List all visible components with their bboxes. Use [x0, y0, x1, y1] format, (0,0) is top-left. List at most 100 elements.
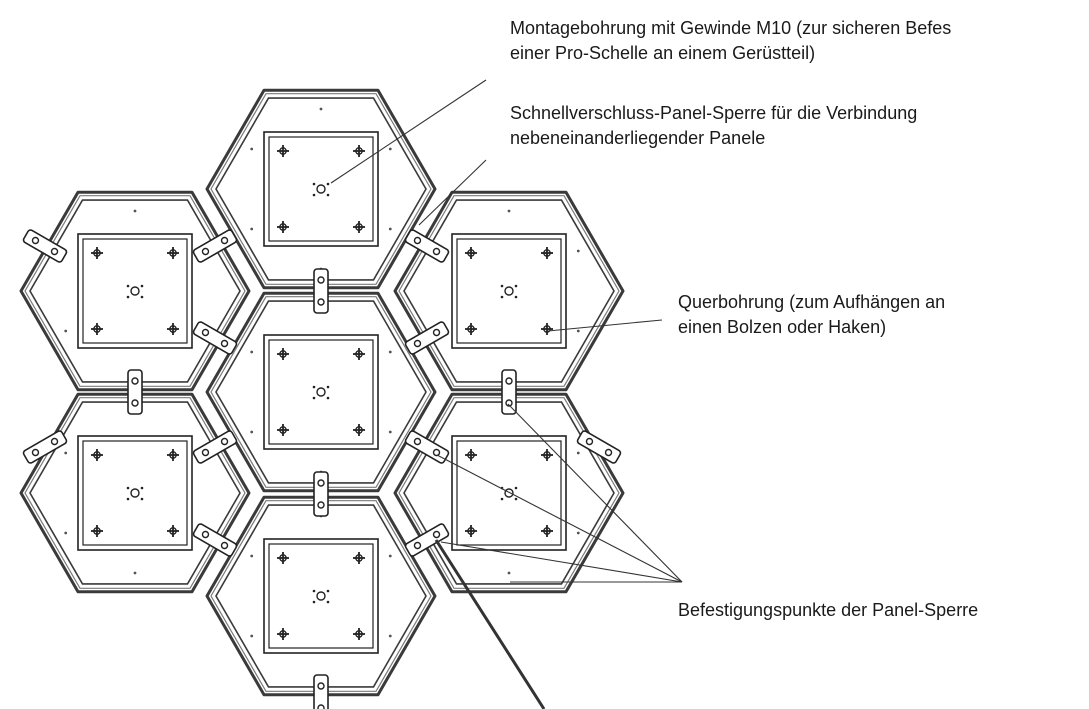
- square-plate-outer: [263, 538, 379, 654]
- panel-lock-plate: [501, 369, 517, 415]
- frame-dot: [250, 227, 254, 231]
- leader-line: [434, 539, 546, 709]
- hex-panel: [393, 392, 625, 594]
- frame-dot: [388, 430, 392, 434]
- panel-lock-bolt: [432, 530, 441, 539]
- hex-frame-mid: [210, 296, 432, 488]
- panel-lock-bolt: [585, 437, 594, 446]
- panel-lock: [22, 229, 68, 263]
- annotation-panel-lock-line2: nebeneinanderliegender Panele: [510, 128, 766, 148]
- frame-dot: [388, 350, 392, 354]
- mounting-hole-dot: [140, 486, 144, 490]
- panel-lock-bolt: [220, 236, 229, 245]
- frame-dot: [133, 571, 137, 575]
- mounting-hole-dot: [126, 295, 130, 299]
- mounting-hole: [316, 591, 326, 601]
- panel-lock-bolt: [432, 247, 441, 256]
- hex-frame-inner: [215, 504, 427, 688]
- panel-lock-bolt: [201, 328, 210, 337]
- leader-line: [507, 403, 683, 583]
- panel-lock: [192, 229, 238, 263]
- panel-lock-bolt: [413, 541, 422, 550]
- hex-frame-inner: [215, 300, 427, 484]
- mounting-hole-dot: [312, 193, 316, 197]
- mounting-hole-dot: [514, 284, 518, 288]
- annotation-panel-lock-line1: Schnellverschluss-Panel-Sperre für die V…: [510, 103, 918, 123]
- frame-dot: [388, 147, 392, 151]
- panel-lock-plate: [313, 268, 329, 314]
- leader-line: [440, 541, 683, 583]
- panel-lock-bolt: [131, 377, 139, 385]
- mounting-hole-dot: [326, 600, 330, 604]
- annotation-cross-hole-line2: einen Bolzen oder Haken): [678, 317, 887, 337]
- mounting-hole-dot: [140, 284, 144, 288]
- panel-lock: [404, 229, 450, 263]
- panel-lock-bolt: [201, 247, 210, 256]
- hex-frame-outer: [205, 88, 437, 290]
- panel-lock-plate: [313, 471, 329, 517]
- panel-lock: [404, 321, 450, 355]
- annotation-mounting-hole: Montagebohrung mit Gewinde M10 (zur sich…: [510, 16, 951, 66]
- leader-line: [547, 319, 663, 332]
- annotation-lock-points-line1: Befestigungspunkte der Panel-Sperre: [678, 600, 979, 620]
- panel-lock-bolt: [413, 437, 422, 446]
- hex-frame-outer: [393, 392, 625, 594]
- frame-dot: [388, 227, 392, 231]
- annotation-cross-hole-line1: Querbohrung (zum Aufhängen an: [678, 292, 946, 312]
- hex-panel: [205, 495, 437, 697]
- square-plate-outer: [77, 435, 193, 551]
- frame-dot: [250, 350, 254, 354]
- hex-panel: [19, 392, 251, 594]
- mounting-hole-dot: [326, 193, 330, 197]
- frame-dot: [250, 430, 254, 434]
- hex-frame-mid: [24, 195, 246, 387]
- mounting-hole-dot: [140, 295, 144, 299]
- frame-dot: [64, 451, 68, 455]
- square-plate-inner: [268, 543, 374, 649]
- frame-dot: [576, 451, 580, 455]
- panel-lock: [22, 430, 68, 464]
- square-plate-inner: [268, 136, 374, 242]
- frame-dot: [576, 249, 580, 253]
- mounting-hole-dot: [514, 497, 518, 501]
- mounting-hole-dot: [126, 486, 130, 490]
- annotation-mounting-hole-line2: einer Pro-Schelle an einem Gerüstteil): [510, 43, 816, 63]
- hex-frame-outer: [19, 392, 251, 594]
- mounting-hole-dot: [312, 589, 316, 593]
- mounting-hole: [316, 387, 326, 397]
- mounting-hole-dot: [140, 497, 144, 501]
- panel-lock-bolt: [432, 448, 441, 457]
- panel-lock-bolt: [317, 682, 325, 690]
- hex-panel: [393, 190, 625, 392]
- mounting-hole-dot: [326, 182, 330, 186]
- panel-lock-bolt: [201, 530, 210, 539]
- panel-lock: [192, 321, 238, 355]
- hex-frame-outer: [205, 495, 437, 697]
- panel-lock: [404, 523, 450, 557]
- panel-lock-bolt: [220, 437, 229, 446]
- square-plate-inner: [456, 238, 562, 344]
- leader-line: [436, 454, 683, 583]
- mounting-hole-dot: [500, 284, 504, 288]
- frame-dot: [64, 329, 68, 333]
- annotation-cross-hole: Querbohrung (zum Aufhängen an einen Bolz…: [678, 290, 945, 340]
- square-plate-outer: [451, 435, 567, 551]
- hex-frame-outer: [393, 190, 625, 392]
- panel-lock-bolt: [432, 328, 441, 337]
- hex-frame-mid: [210, 500, 432, 692]
- hex-frame-outer: [19, 190, 251, 392]
- panel-lock-bolt: [317, 704, 325, 709]
- mounting-hole: [316, 184, 326, 194]
- panel-lock: [576, 430, 622, 464]
- frame-dot: [250, 634, 254, 638]
- mounting-hole: [130, 286, 140, 296]
- mounting-hole-dot: [326, 385, 330, 389]
- panel-lock-bolt: [50, 247, 59, 256]
- hex-panel-group: [19, 88, 625, 697]
- panel-lock-bolt: [317, 501, 325, 509]
- frame-dot: [388, 634, 392, 638]
- panel-lock-bolt: [201, 448, 210, 457]
- panel-lock-bolt: [413, 339, 422, 348]
- mounting-hole-dot: [312, 385, 316, 389]
